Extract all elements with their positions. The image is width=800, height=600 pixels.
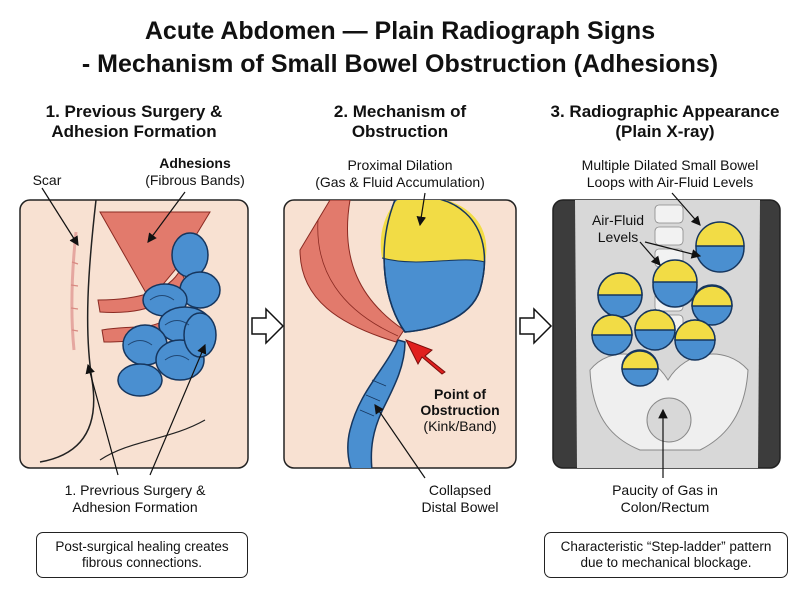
panel2-title-line1: 2. Mechanism of (333, 102, 467, 121)
panel3-note-line1: Characteristic “Step-ladder” pattern (560, 539, 772, 554)
panel-mechanism (283, 192, 517, 479)
dilated-loops-line1: Multiple Dilated Small Bowel (581, 157, 759, 173)
air-fluid-levels-line2: Levels (597, 229, 639, 245)
panel2-title-line2: Obstruction (351, 122, 449, 141)
collapsed-distal-label: Collapsed Distal Bowel (400, 482, 520, 516)
surgery-bottom-label-line1: 1. Prevrious Surgery & (64, 482, 206, 498)
main-subtitle: - Mechanism of Small Bowel Obstruction (… (81, 50, 719, 78)
panel3-note-line2: due to mechanical blockage. (580, 555, 752, 570)
panel3-title: 3. Radiographic Appearance (Plain X-ray) (535, 102, 795, 142)
point-of-obstruction-line2: Obstruction (420, 402, 500, 418)
proximal-dilation-line1: Proximal Dilation (347, 157, 453, 173)
panel-surgery-adhesions (19, 187, 249, 476)
obstruction-red-arrow (404, 339, 446, 375)
obstructing-band (299, 200, 405, 343)
surgery-bottom-label-line2: Adhesion Formation (72, 499, 198, 515)
paucity-gas-label: Paucity of Gas in Colon/Rectum (590, 482, 740, 516)
dilated-loops-line2: Loops with Air-Fluid Levels (586, 174, 754, 190)
panel1-note-box: Post-surgical healing creates fibrous co… (36, 532, 248, 578)
collapsed-distal-line1: Collapsed (428, 482, 492, 498)
panel2-title: 2. Mechanism of Obstruction (270, 102, 530, 142)
proximal-dilation-line2: (Gas & Fluid Accumulation) (315, 174, 485, 190)
dilated-loops-label: Multiple Dilated Small Bowel Loops with … (545, 157, 795, 191)
bowel-loops (117, 232, 221, 397)
dilated-proximal-loop (380, 200, 487, 333)
panel1-note-line1: Post-surgical healing creates (55, 539, 229, 554)
proximal-dilation-label: Proximal Dilation (Gas & Fluid Accumulat… (290, 157, 510, 191)
panel3-title-line1: 3. Radiographic Appearance (550, 102, 780, 121)
panel3-title-line2: (Plain X-ray) (615, 122, 715, 141)
air-fluid-levels-line1: Air-Fluid (591, 212, 645, 228)
panel1-title-line2: Adhesion Formation (51, 122, 217, 141)
adhesions-label: Adhesions (Fibrous Bands) (130, 155, 260, 189)
flow-arrow-1-to-2 (251, 307, 285, 345)
panel3-note-box: Characteristic “Step-ladder” pattern due… (544, 532, 788, 578)
surgery-bottom-label: 1. Prevrious Surgery & Adhesion Formatio… (20, 482, 250, 516)
paucity-gas-line1: Paucity of Gas in (612, 482, 718, 498)
point-of-obstruction-label: Point of Obstruction (Kink/Band) (410, 386, 510, 434)
adhesions-label-bold: Adhesions (159, 155, 231, 171)
paucity-gas-line2: Colon/Rectum (620, 499, 710, 515)
scar-label: Scar (32, 172, 62, 188)
air-fluid-levels-label: Air-Fluid Levels (583, 212, 653, 246)
collapsed-distal-line2: Distal Bowel (421, 499, 499, 515)
adhesions-label-sub: (Fibrous Bands) (145, 172, 245, 188)
dilated-loops-air-fluid (591, 221, 745, 387)
point-of-obstruction-line1: Point of (433, 386, 487, 402)
point-of-obstruction-line3: (Kink/Band) (423, 418, 497, 434)
panel1-title-line1: 1. Previous Surgery & (45, 102, 223, 121)
main-title: Acute Abdomen — Plain Radiograph Signs (144, 17, 656, 45)
panel1-title: 1. Previous Surgery & Adhesion Formation (4, 102, 264, 142)
flow-arrow-2-to-3 (519, 307, 553, 345)
panel-xray (552, 192, 781, 478)
panel1-note-line2: fibrous connections. (81, 555, 203, 570)
